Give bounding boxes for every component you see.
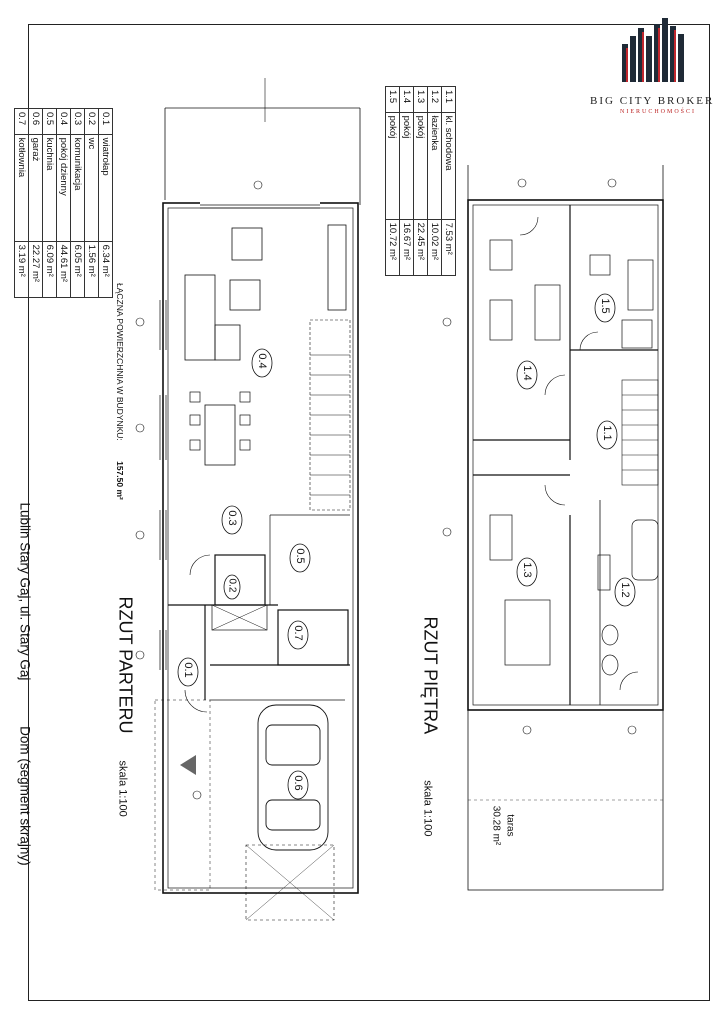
total-area: ŁĄCZNA POWIERZCHNIA W BUDYNKU: 157.50 m²: [115, 283, 125, 583]
ground-floor-title: RZUT PARTERU skala 1:100: [115, 596, 136, 817]
room-label-1-5: 1.5: [599, 298, 611, 314]
logo-brand-text: BIG CITY BROKER: [590, 95, 715, 107]
room-label-1-3: 1.3: [521, 562, 533, 578]
car-icon: [257, 704, 329, 851]
entrance-arrow-icon: [180, 755, 196, 775]
room-label-0-1: 0.1: [182, 662, 194, 678]
terrace-area: 30.28 m²: [490, 805, 502, 846]
total-area-label: ŁĄCZNA POWIERZCHNIA W BUDYNKU:: [115, 283, 125, 441]
skyline-logo-icon: [622, 18, 684, 82]
room-label-0-4: 0.4: [256, 353, 268, 369]
logo-subtitle: NIERUCHOMOŚCI: [620, 109, 697, 115]
room-label-0-6: 0.6: [292, 775, 304, 791]
location-line: Lublin Stary Gaj, ul. Stary Gaj Dom (seg…: [18, 503, 33, 923]
room-label-0-7: 0.7: [292, 625, 304, 641]
room-label-1-2: 1.2: [619, 582, 631, 598]
company-logo: BIG CITY BROKER NIERUCHOMOŚCI: [590, 14, 715, 124]
upper-floor-title: RZUT PIĘTRA skala 1:100: [420, 616, 441, 837]
total-area-value: 157.50 m²: [115, 461, 125, 500]
building-type-text: Dom (segment skrajny): [17, 726, 33, 866]
drawing-frame: [28, 24, 710, 1001]
terrace-name: taras: [504, 814, 516, 837]
location-text: Lublin Stary Gaj, ul. Stary Gaj: [17, 502, 33, 681]
upper-floor-plan: [442, 165, 664, 891]
ground-floor-plan: [135, 78, 361, 921]
room-label-0-5: 0.5: [294, 548, 306, 564]
room-label-1-1: 1.1: [601, 425, 613, 441]
room-label-0-3: 0.3: [226, 510, 238, 526]
room-label-0-2: 0.2: [226, 578, 238, 593]
room-label-1-4: 1.4: [521, 365, 533, 381]
